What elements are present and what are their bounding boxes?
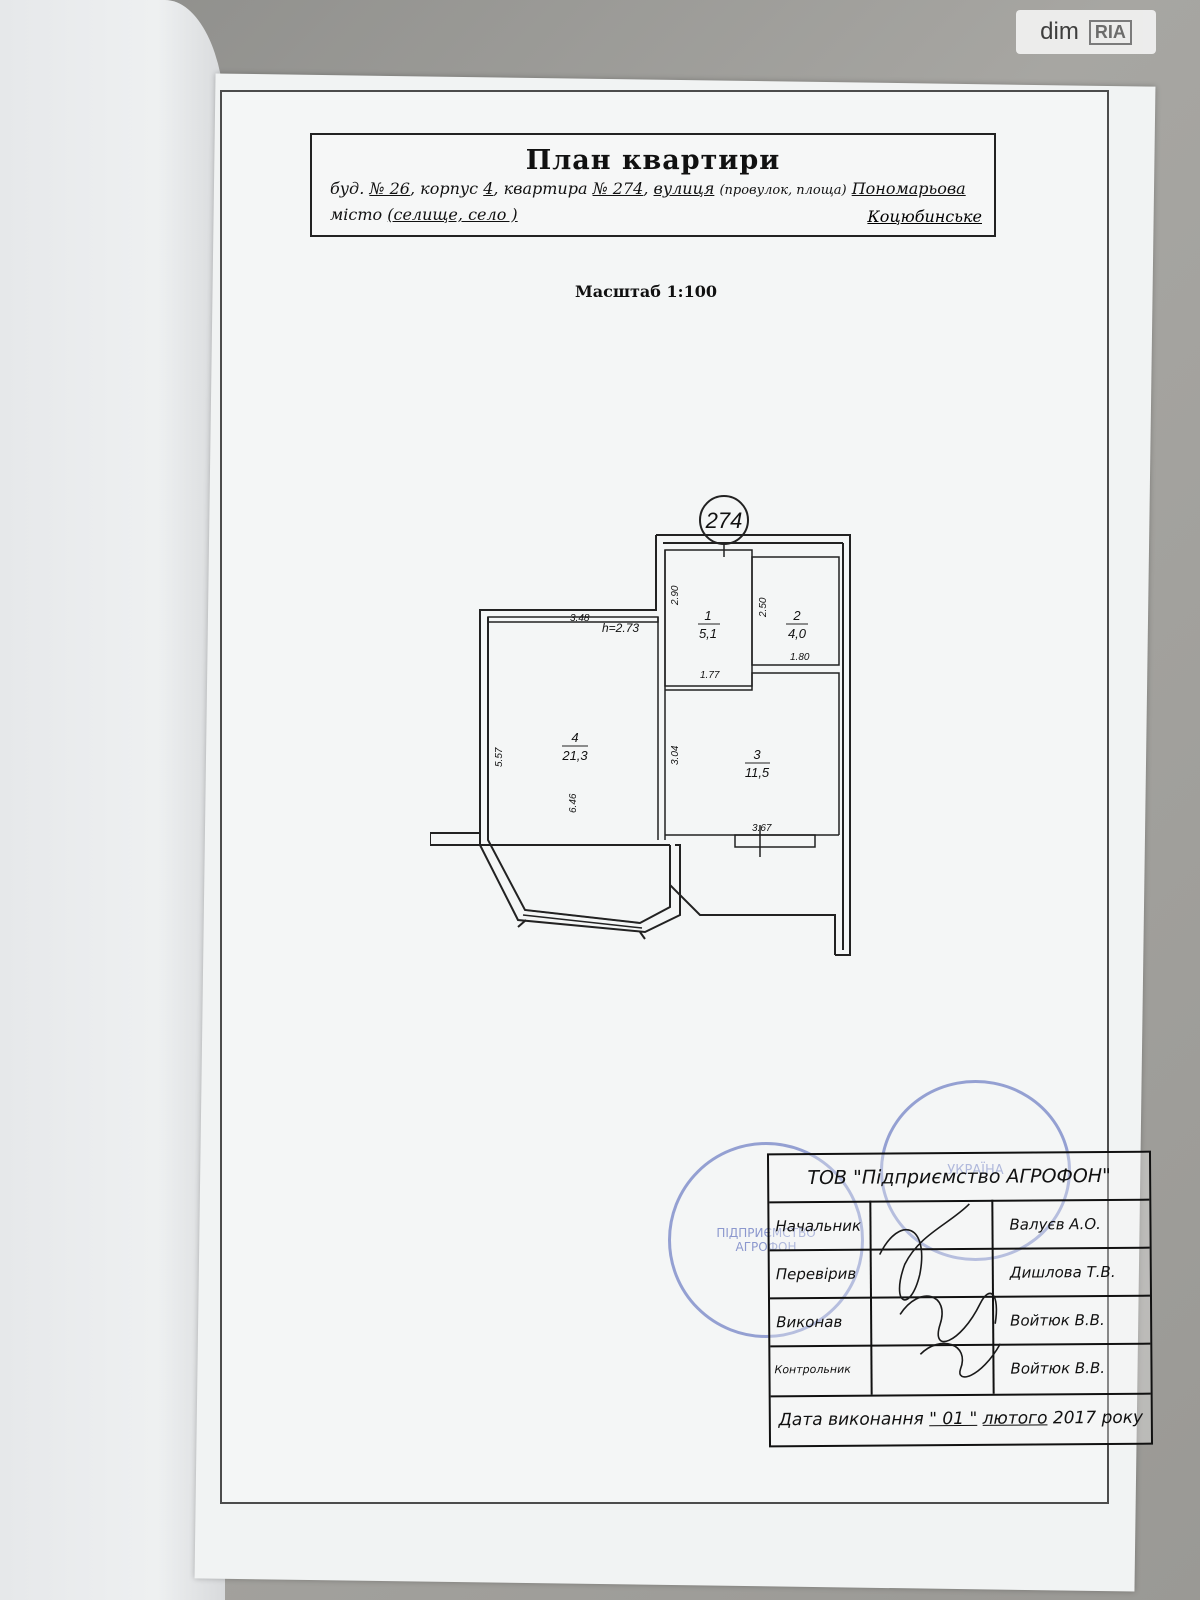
page-title: План квартири [525,145,781,176]
label-apartment: , квартира [493,179,588,198]
watermark: dim RIA [1016,10,1156,54]
dim-348: 3.48 [570,613,590,624]
role-head: Начальник [775,1216,862,1236]
address-line-1: буд. № 26, корпус 4, квартира № 274, вул… [330,179,966,198]
left-page [0,0,225,1600]
room-3-number: 3 [753,747,761,762]
dim-250: 2.50 [758,597,769,618]
name-checker: Дишлова Т.В. [1009,1262,1116,1282]
role-controller: Контрольник [774,1362,851,1377]
apartment-marker-label: 274 [705,508,743,533]
name-executor: Войтюк В.В. [1010,1310,1105,1330]
name-controller: Войтюк В.В. [1010,1358,1106,1378]
label-korpus: , корпус [409,179,479,198]
dim-646: 6.46 [568,793,579,813]
street-hint: (провулок, площа) [719,183,847,198]
signatures [878,1203,1002,1378]
label-city: місто [330,205,383,224]
name-head: Валуєв А.О. [1009,1215,1101,1234]
room-2-number: 2 [792,608,801,623]
seal-left-text: ПІДПРИЄМСТВО АГРОФОН [716,1226,816,1254]
city-hint: (селище, село ) [387,205,518,224]
room-4-area: 21,3 [561,748,588,763]
floor-plan: 274 1 5,1 2 4,0 3 11,5 4 [430,495,851,956]
apartment-number: № 274 [592,179,644,198]
city-name: Коцюбинське [867,207,982,226]
date-year: 2017 року [1052,1407,1144,1429]
ministry-seal-right: УКРАЇНА [880,1080,1071,1261]
scale-label: Масштаб 1:100 [575,282,717,301]
role-checker: Перевірив [775,1264,857,1284]
outer-walls [430,534,851,956]
dim-304: 3.04 [670,745,681,765]
title-box: План квартири буд. № 26, корпус 4, кварт… [310,133,996,237]
dim-557: 5.57 [494,747,505,767]
date-month: лютого [982,1408,1048,1429]
dim-367: 3.67 [752,823,772,834]
watermark-logo: RIA [1088,19,1132,45]
room-3-area: 11,5 [745,765,770,780]
dim-290: 2.90 [670,585,681,606]
address-line-2: місто (селище, село ) [322,205,526,224]
seal-right-text: УКРАЇНА [947,1163,1004,1178]
approval-stamp-table: ТОВ "Підприємство АГРОФОН" Начальник Вал… [766,1150,1154,1448]
date-day: " 01 " [929,1408,978,1430]
street-name: Пономарьова [851,179,966,198]
execution-date: Дата виконання " 01 " лютого 2017 року [771,1393,1151,1446]
ceiling-height: h=2.73 [602,621,639,635]
role-executor: Виконав [776,1312,843,1332]
company-seal-left: ПІДПРИЄМСТВО АГРОФОН [668,1142,864,1338]
room-1-number: 1 [704,608,711,623]
date-prefix: Дата виконання [778,1409,924,1431]
label-street: вулиця [653,179,715,198]
room-4-number: 4 [571,730,578,745]
korpus-number: 4 [483,179,494,198]
dim-177: 1.77 [700,670,720,681]
room-2-area: 4,0 [788,626,807,641]
watermark-brand: dim [1040,18,1079,45]
building-number: № 26 [369,179,410,198]
room-1-area: 5,1 [699,626,717,641]
label-building: буд. [330,179,365,198]
interior-walls [487,549,840,929]
dim-180: 1.80 [790,652,810,663]
